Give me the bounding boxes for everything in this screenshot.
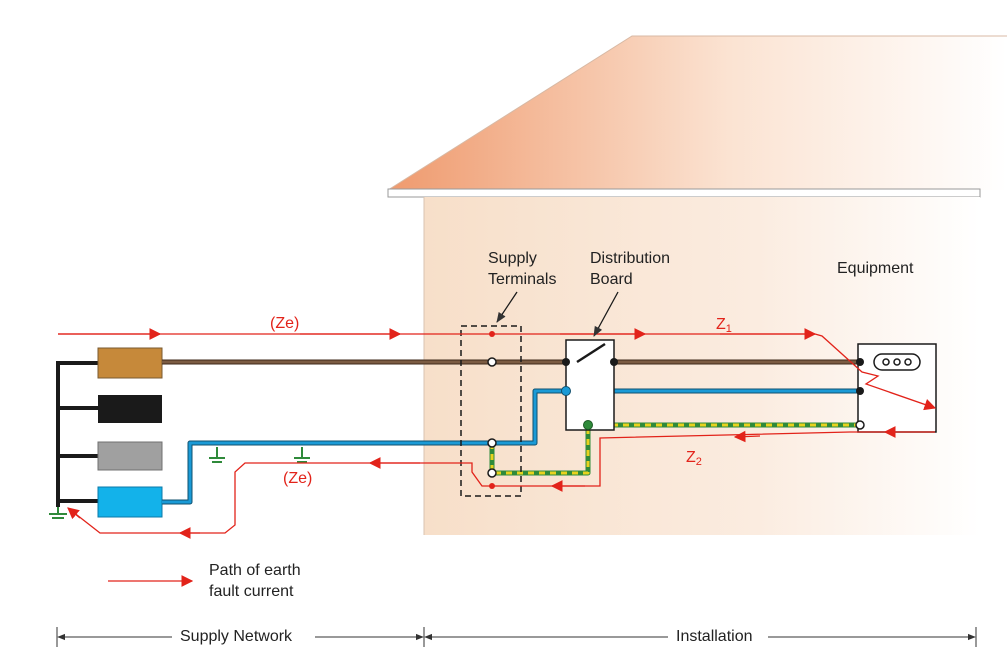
terminal-points (487, 331, 865, 489)
z2-letter: Z (686, 449, 696, 466)
supply-terminals-box (460, 325, 522, 497)
ze-top-label: (Ze) (270, 315, 300, 332)
socket-icon (873, 353, 921, 371)
z2-subscript: 2 (695, 456, 702, 468)
source-earth-icon (49, 507, 67, 519)
z1-subscript: 1 (725, 323, 732, 335)
network-earth-icon-2 (294, 447, 310, 463)
distribution-board-label: Distribution Board (590, 248, 670, 290)
source-black-winding (98, 395, 162, 423)
switch-blade (576, 342, 606, 364)
roof (388, 36, 1007, 190)
eave (387, 188, 981, 198)
source-blue-winding (97, 486, 163, 518)
supply-terminals-line-1: Supply (488, 250, 537, 267)
earth-conductor (489, 422, 860, 476)
equipment-label: Equipment (837, 260, 914, 277)
z2-label: Z2 (686, 447, 702, 473)
network-earth-icon-1 (209, 447, 225, 463)
distribution-board (565, 339, 615, 431)
label-pointers (496, 291, 619, 337)
legend-line-1: Path of earth (209, 562, 301, 579)
ze-bottom-label: (Ze) (283, 470, 313, 487)
z1-label: Z1 (716, 314, 732, 340)
supply-terminals-label: Supply Terminals (488, 248, 556, 290)
installation-label: Installation (676, 628, 753, 645)
supply-terminals-line-2: Terminals (488, 271, 557, 288)
fault-current-path (58, 328, 937, 539)
dimension-lines (56, 627, 977, 647)
earth-symbols (49, 447, 310, 519)
legend-label: Path of earth fault current (209, 560, 301, 602)
z1-letter: Z (716, 316, 726, 333)
source-grey-winding (97, 441, 163, 471)
source-windings (97, 347, 163, 518)
equipment-box (857, 343, 937, 433)
legend-line-2: fault current (209, 583, 294, 600)
distribution-board-line-1: Distribution (590, 250, 671, 267)
supply-network-label: Supply Network (180, 628, 293, 645)
distribution-board-line-2: Board (590, 271, 633, 288)
supply-bus (56, 361, 98, 507)
source-brown-winding (97, 347, 163, 379)
